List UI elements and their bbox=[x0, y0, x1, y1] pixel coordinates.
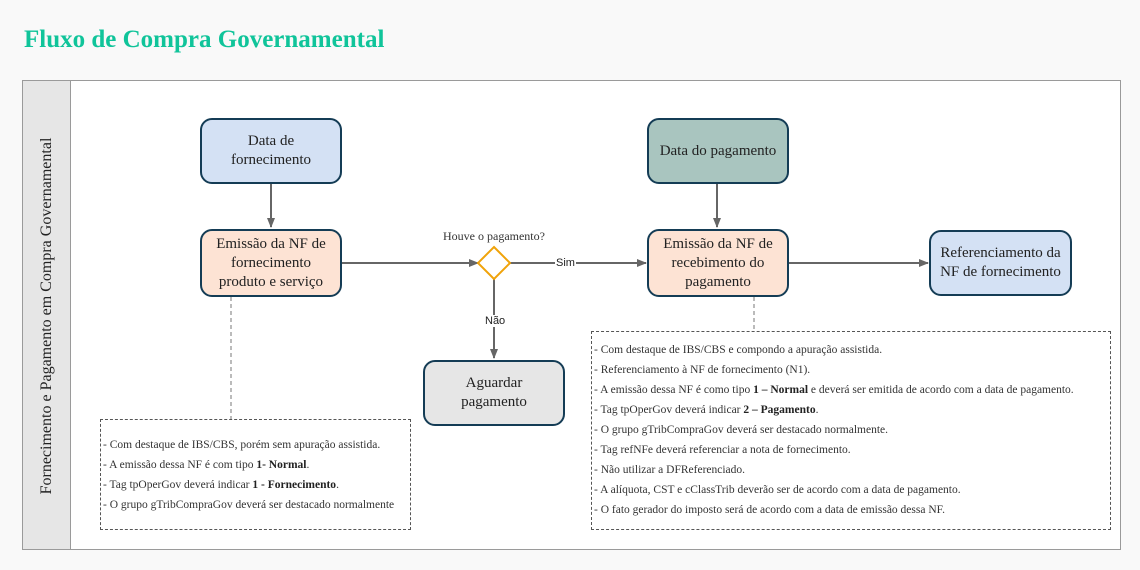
note-line: - Com destaque de IBS/CBS, porém sem apu… bbox=[103, 439, 381, 451]
note-pagamento: - Com destaque de IBS/CBS e compondo a a… bbox=[591, 331, 1111, 530]
note-fornecimento: - Com destaque de IBS/CBS, porém sem apu… bbox=[100, 419, 411, 530]
note-line: - Tag refNFe deverá referenciar a nota d… bbox=[594, 444, 851, 456]
note-line: - A emissão dessa NF é como tipo 1 – Nor… bbox=[594, 384, 1074, 396]
node-emissao-nf-fornecimento[interactable]: Emissão da NF de fornecimento produto e … bbox=[200, 229, 342, 297]
note-line: - O grupo gTribCompraGov deverá ser dest… bbox=[594, 424, 889, 436]
node-referenciamento-nf[interactable]: Referenciamento da NF de fornecimento bbox=[929, 230, 1072, 296]
note-line: - Com destaque de IBS/CBS e compondo a a… bbox=[594, 344, 883, 356]
note-line: - A alíquota, CST e cClassTrib deverão s… bbox=[594, 484, 961, 496]
node-data-fornecimento[interactable]: Data de fornecimento bbox=[200, 118, 342, 184]
note-line: - O fato gerador do imposto será de acor… bbox=[594, 504, 945, 516]
node-data-pagamento[interactable]: Data do pagamento bbox=[647, 118, 789, 184]
note-line: - A emissão dessa NF é com tipo 1- Norma… bbox=[103, 459, 310, 471]
node-label: Data de fornecimento bbox=[231, 133, 311, 168]
decision-question: Houve o pagamento? bbox=[443, 229, 545, 243]
note-line: - Tag tpOperGov deverá indicar 2 – Pagam… bbox=[594, 404, 819, 416]
edge-label-no: Não bbox=[484, 315, 507, 327]
node-label: Data do pagamento bbox=[659, 142, 777, 159]
node-label: Referenciamento da NF de fornecimento bbox=[940, 245, 1061, 280]
swimlane-label: Fornecimento e Pagamento em Compra Gover… bbox=[38, 137, 55, 495]
note-line: - Tag tpOperGov deverá indicar 1 - Forne… bbox=[103, 479, 339, 491]
node-label: Emissão da NF de recebimento do pagament… bbox=[663, 235, 773, 290]
node-label: Aguardar pagamento bbox=[461, 375, 527, 410]
swimlane-header: Fornecimento e Pagamento em Compra Gover… bbox=[23, 81, 71, 549]
note-line: - Não utilizar a DFReferenciado. bbox=[594, 464, 746, 476]
edge-label-yes: Sim bbox=[555, 257, 576, 269]
page-title: Fluxo de Compra Governamental bbox=[24, 26, 385, 53]
node-emissao-nf-recebimento[interactable]: Emissão da NF de recebimento do pagament… bbox=[647, 229, 789, 297]
note-line: - Referenciamento à NF de fornecimento (… bbox=[594, 364, 811, 376]
node-aguardar-pagamento[interactable]: Aguardar pagamento bbox=[423, 360, 565, 426]
note-line: - O grupo gTribCompraGov deverá ser dest… bbox=[103, 499, 395, 511]
node-label: Emissão da NF de fornecimento produto e … bbox=[216, 235, 326, 290]
